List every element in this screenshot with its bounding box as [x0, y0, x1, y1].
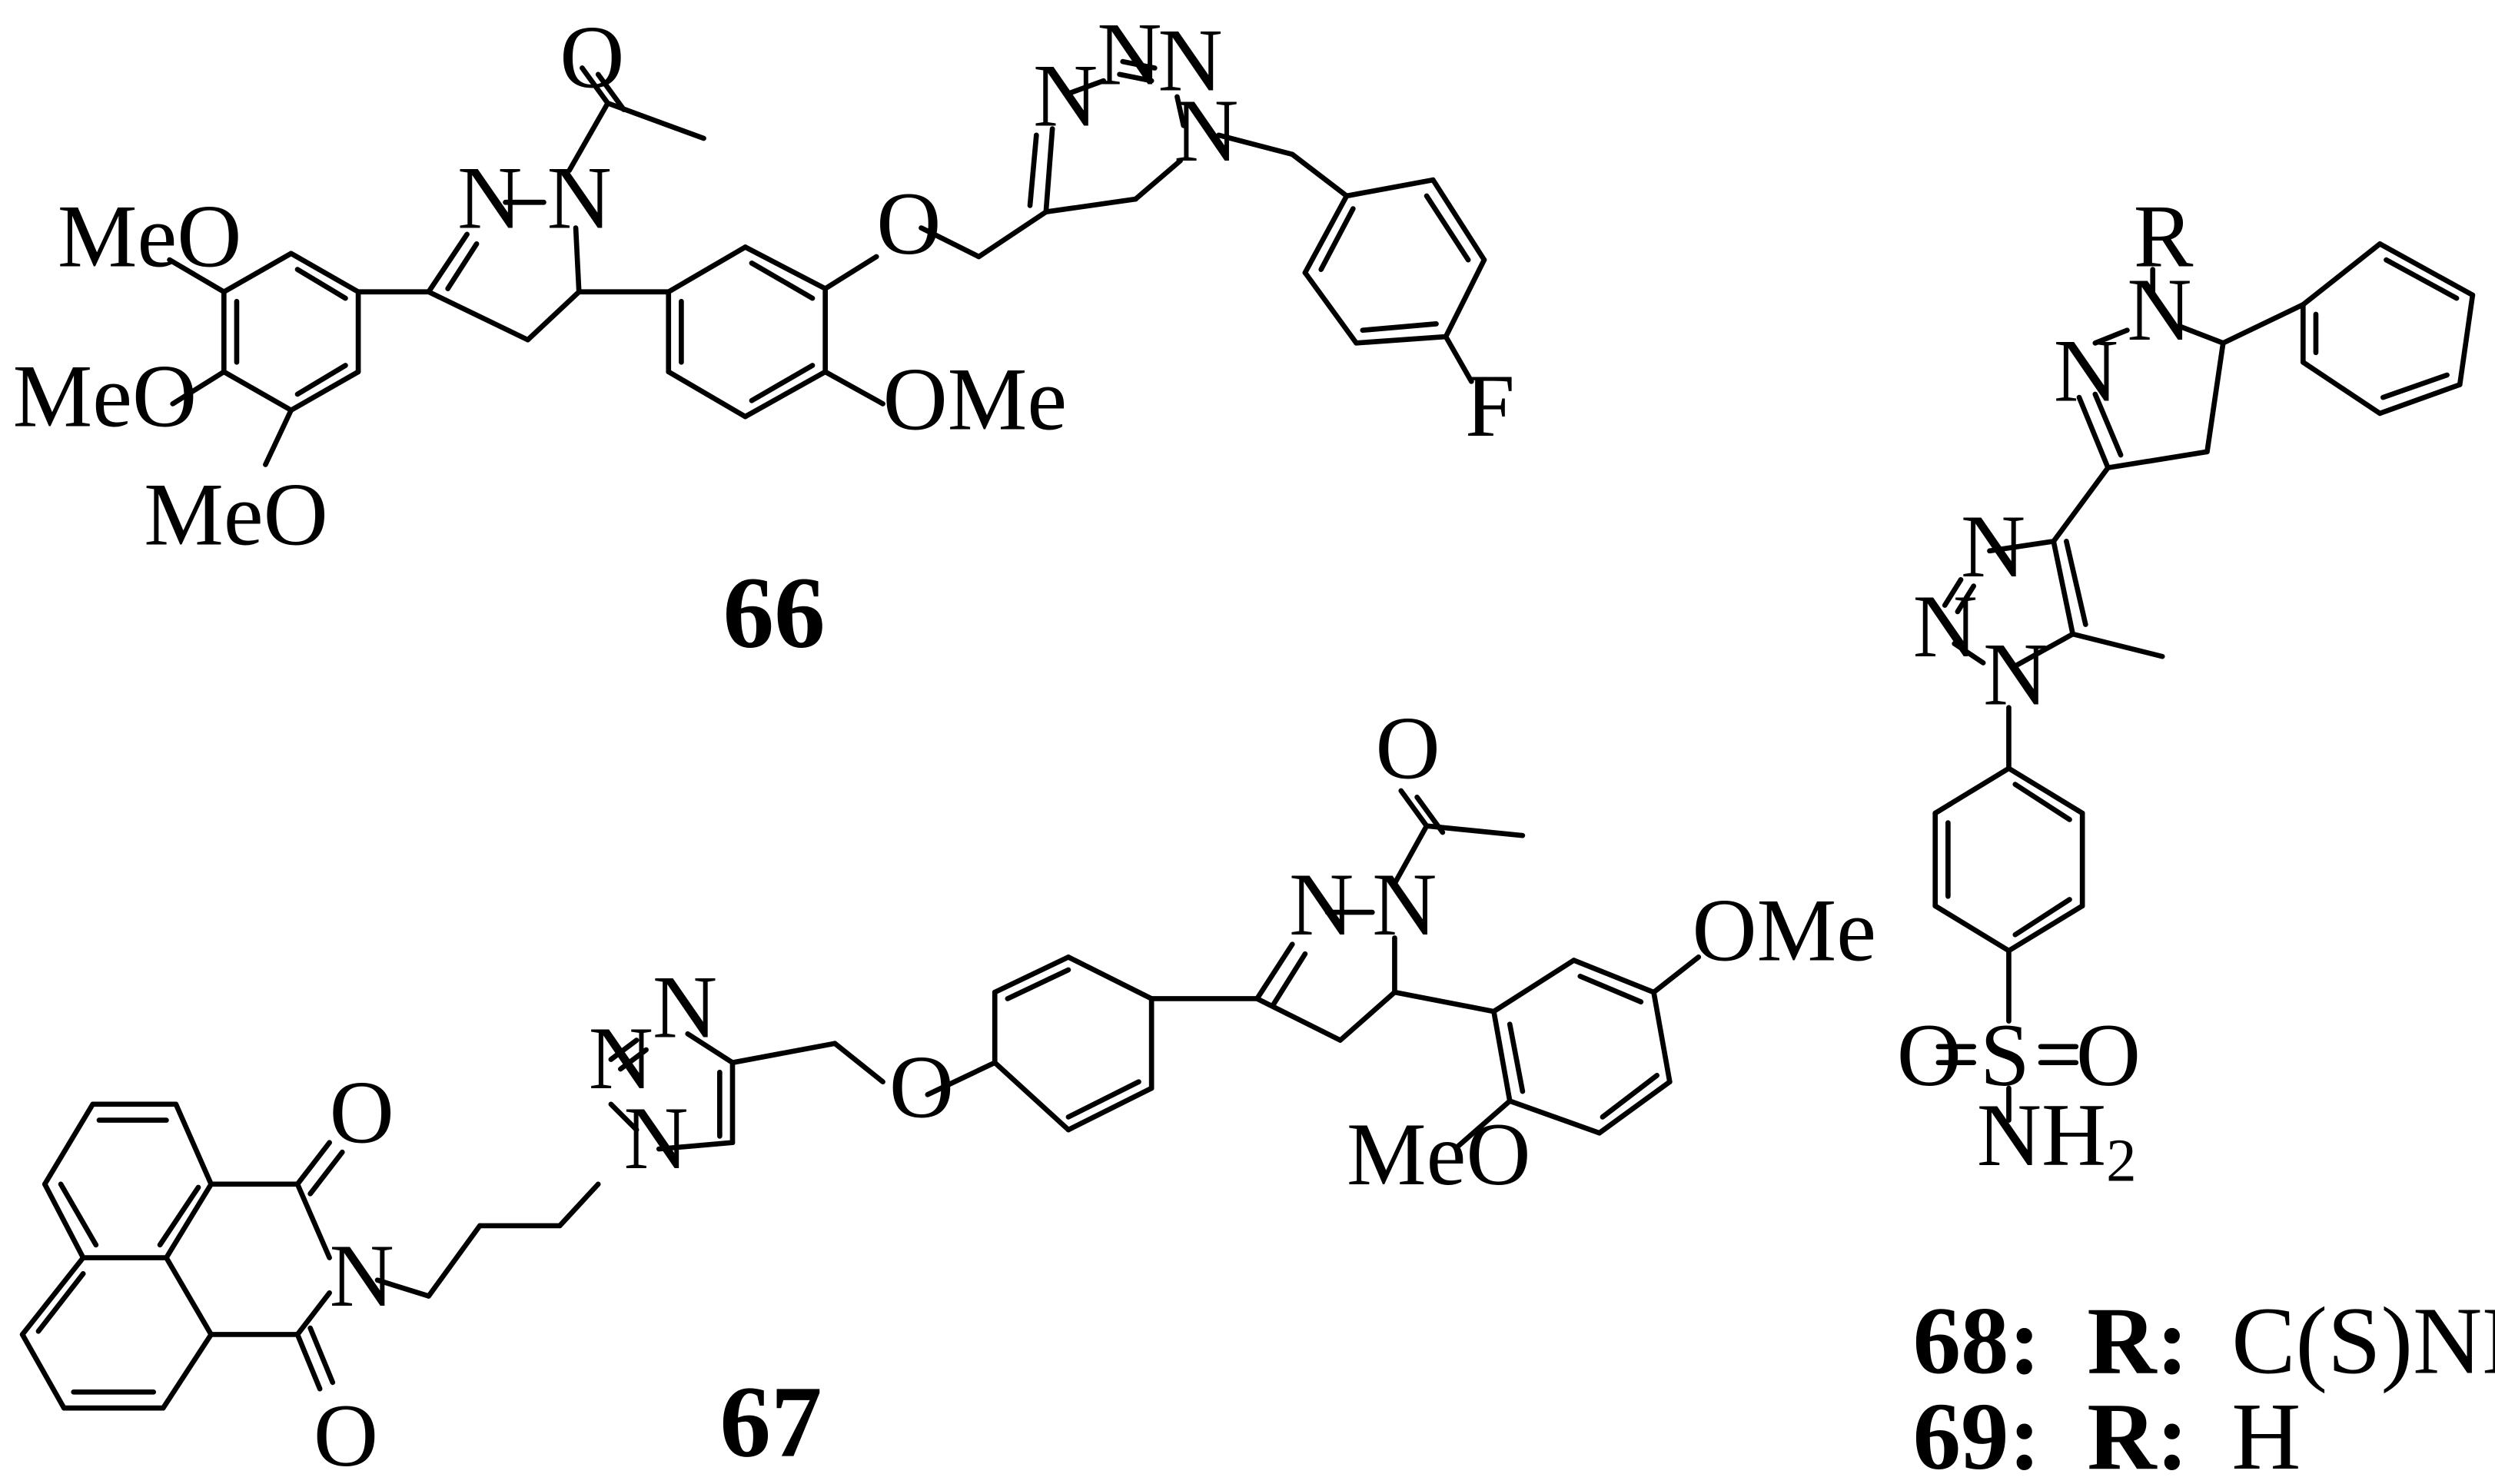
- atom-n-label: N: [653, 958, 717, 1057]
- atom-n-label: N: [2054, 321, 2118, 420]
- compound-69-definition: 69: R: H: [1913, 1384, 2301, 1484]
- atom-n-label: N: [1913, 577, 1978, 676]
- atom-n-label: N: [1097, 5, 1161, 104]
- compound-67-number: 67: [719, 1365, 822, 1479]
- atom-o-label: O: [1897, 1006, 1962, 1105]
- compound-66-number: 66: [723, 556, 826, 669]
- atom-o-label: O: [330, 1064, 394, 1163]
- compound-68-definition: 68: R: C(S)NH2: [1913, 1288, 2495, 1403]
- atom-n-label: N: [1961, 497, 2025, 596]
- atom-n-label: N: [330, 1227, 394, 1326]
- atom-r-label: R: [2134, 187, 2194, 286]
- compound-68-69-structure: [1932, 241, 2476, 1123]
- atom-o-label: O: [1375, 699, 1440, 798]
- atom-o-label: O: [2076, 1006, 2141, 1105]
- atom-n-label: N: [547, 149, 612, 248]
- methoxy-label: MeO: [13, 347, 197, 447]
- atom-o-label: O: [876, 174, 941, 274]
- atom-o-label: O: [560, 8, 624, 107]
- atom-o-label: O: [889, 1037, 954, 1137]
- atom-labels: MeO MeO MeO N N O O OMe N N N N F R N N …: [13, 5, 2194, 1484]
- amine-label: NH2: [1977, 1086, 2137, 1195]
- atom-n-label: N: [2127, 261, 2191, 360]
- atom-o-label: O: [314, 1386, 378, 1484]
- methoxy-label: MeO: [58, 187, 241, 286]
- atom-n-label: N: [1033, 46, 1098, 145]
- atom-n-label: N: [457, 149, 522, 248]
- methoxy-label: OMe: [1692, 881, 1875, 981]
- atom-n-label: N: [1372, 855, 1437, 954]
- compound-67-structure: [19, 788, 1702, 1411]
- methoxy-label: MeO: [1347, 1105, 1530, 1204]
- atom-n-label: N: [1983, 626, 2048, 725]
- compound-66-structure: [167, 58, 1487, 467]
- atom-n-label: N: [1174, 81, 1238, 181]
- methoxy-label: MeO: [144, 466, 327, 565]
- atom-s-label: S: [1980, 1006, 2030, 1105]
- methoxy-label: OMe: [883, 350, 1067, 450]
- atom-f-label: F: [1465, 357, 1515, 456]
- atom-n-label: N: [623, 1089, 688, 1188]
- atom-n-label: N: [1158, 12, 1222, 111]
- atom-n-label: N: [589, 1009, 653, 1108]
- atom-n-label: N: [1289, 855, 1354, 954]
